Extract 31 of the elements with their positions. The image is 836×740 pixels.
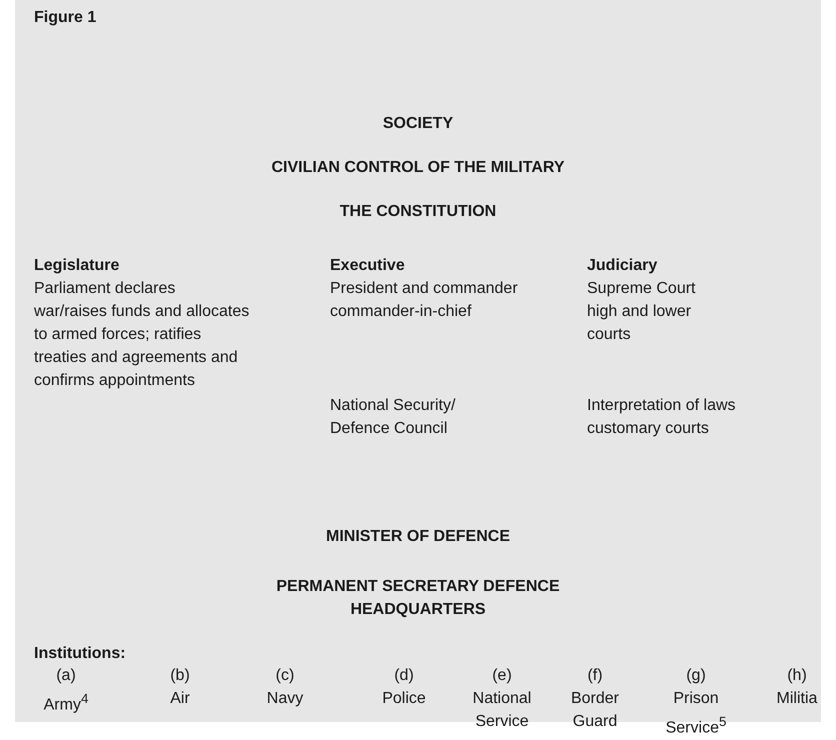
figure-title: Figure 1 xyxy=(34,8,96,28)
branch-heading: Legislature xyxy=(34,256,120,276)
institution-name: Border Guard xyxy=(570,689,620,732)
heading: MINISTER OF DEFENCE xyxy=(324,527,511,547)
item-letter: (d) xyxy=(393,666,415,686)
branch-description: President and commander commander-in-chief xyxy=(330,279,519,322)
item-letter: (c) xyxy=(274,666,296,686)
item-letter: (e) xyxy=(491,666,513,686)
branch-description: Supreme Court high and lower courts xyxy=(587,279,696,345)
institution-name: National Service xyxy=(472,689,532,732)
heading: PERMANENT SECRETARY DEFENCE HEADQUARTERS xyxy=(275,577,561,620)
heading: SOCIETY xyxy=(382,114,454,134)
heading: CIVILIAN CONTROL OF THE MILITARY xyxy=(270,158,566,178)
item-letter: (g) xyxy=(685,666,707,686)
institution-name: Prison Service$^{5}$ xyxy=(664,689,728,738)
institution-name: Navy xyxy=(266,689,304,709)
institution-name: Militia xyxy=(776,689,818,709)
heading: THE CONSTITUTION xyxy=(338,202,498,222)
branch-heading: Executive xyxy=(330,256,405,276)
item-letter: (h) xyxy=(786,666,808,686)
branch-description: National Security/ Defence Council xyxy=(330,396,456,439)
section-label: Institutions: xyxy=(34,644,126,664)
branch-description: Parliament declares war/raises funds and allocates to armed forces; ratifies treaties and agreements and confirms appointments xyxy=(34,279,250,391)
institution-name: Army$^{4}$ xyxy=(42,690,90,716)
branch-description: Interpretation of laws customary courts xyxy=(587,396,737,439)
branch-heading: Judiciary xyxy=(587,256,658,276)
item-letter: (b) xyxy=(169,666,191,686)
institution-name: Air xyxy=(169,689,191,709)
item-letter: (f) xyxy=(586,666,604,686)
institution-name: Police xyxy=(381,689,427,709)
item-letter: (a) xyxy=(55,666,77,686)
